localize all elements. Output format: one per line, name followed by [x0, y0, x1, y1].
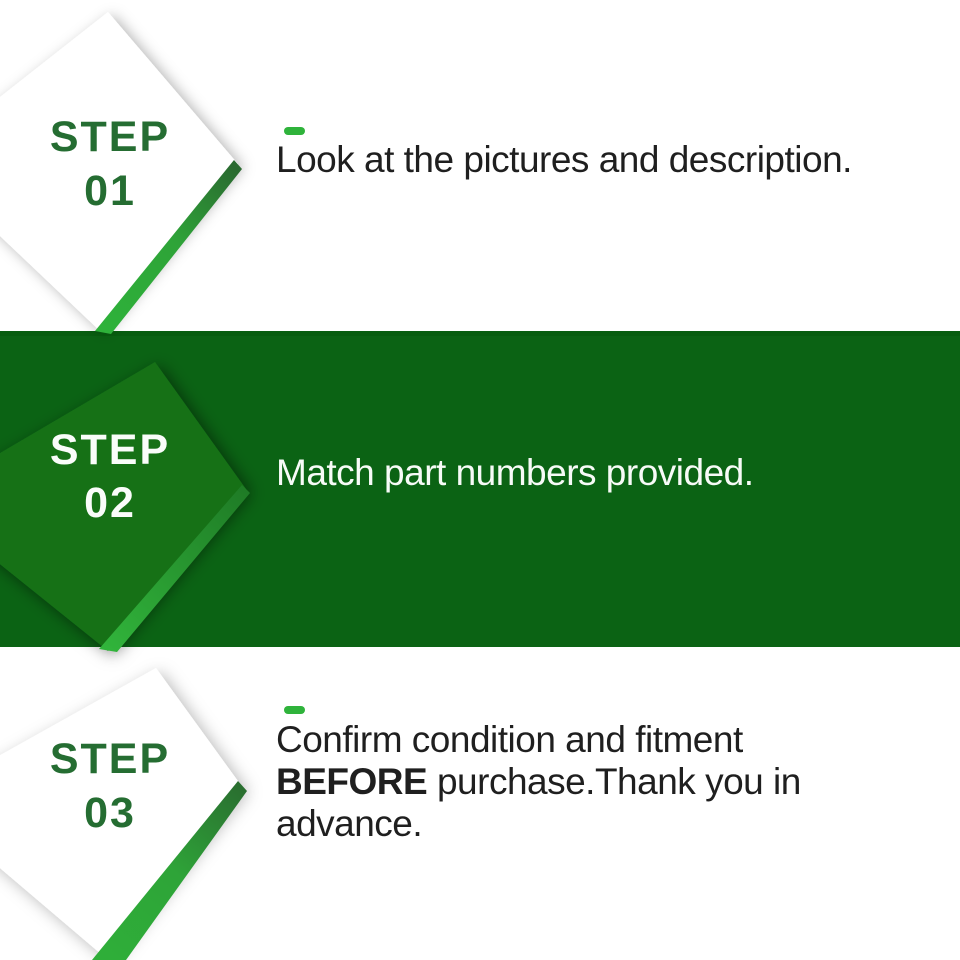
step3-description: Confirm condition and fitment BEFORE pur… — [276, 719, 876, 845]
step2-title: STEP 02 — [10, 424, 210, 530]
step2-description: Match part numbers provided. — [276, 452, 754, 493]
step3-label: STEP — [49, 735, 171, 783]
step1-label: STEP — [49, 113, 171, 161]
step3-description-line2: BEFORE purchase.Thank you in — [276, 761, 801, 802]
step3-description-line1: Confirm condition and fitment — [276, 719, 743, 760]
step1-number: 01 — [84, 167, 136, 215]
step3-number: 03 — [84, 789, 136, 837]
step3-chevron-right-shape — [0, 668, 243, 960]
step3-description-line3: advance. — [276, 803, 423, 844]
step2-green-streak — [99, 485, 250, 652]
step2-chevron-right-shape — [0, 362, 246, 651]
green-band-top-edge — [0, 331, 960, 336]
step3-description-bold: BEFORE — [276, 761, 428, 802]
step1-title: STEP 01 — [10, 110, 210, 218]
step3-bullet-dash-icon — [284, 706, 305, 714]
step3-title: STEP 03 — [10, 732, 210, 840]
step1-green-streak — [95, 160, 242, 334]
step2-label: STEP — [49, 426, 171, 474]
step3-green-streak — [92, 781, 247, 960]
step1-bullet-dash-icon — [284, 127, 305, 135]
step2-number: 02 — [84, 479, 136, 527]
step1-chevron-right-shape — [0, 12, 238, 331]
step1-description: Look at the pictures and description. — [276, 139, 852, 180]
